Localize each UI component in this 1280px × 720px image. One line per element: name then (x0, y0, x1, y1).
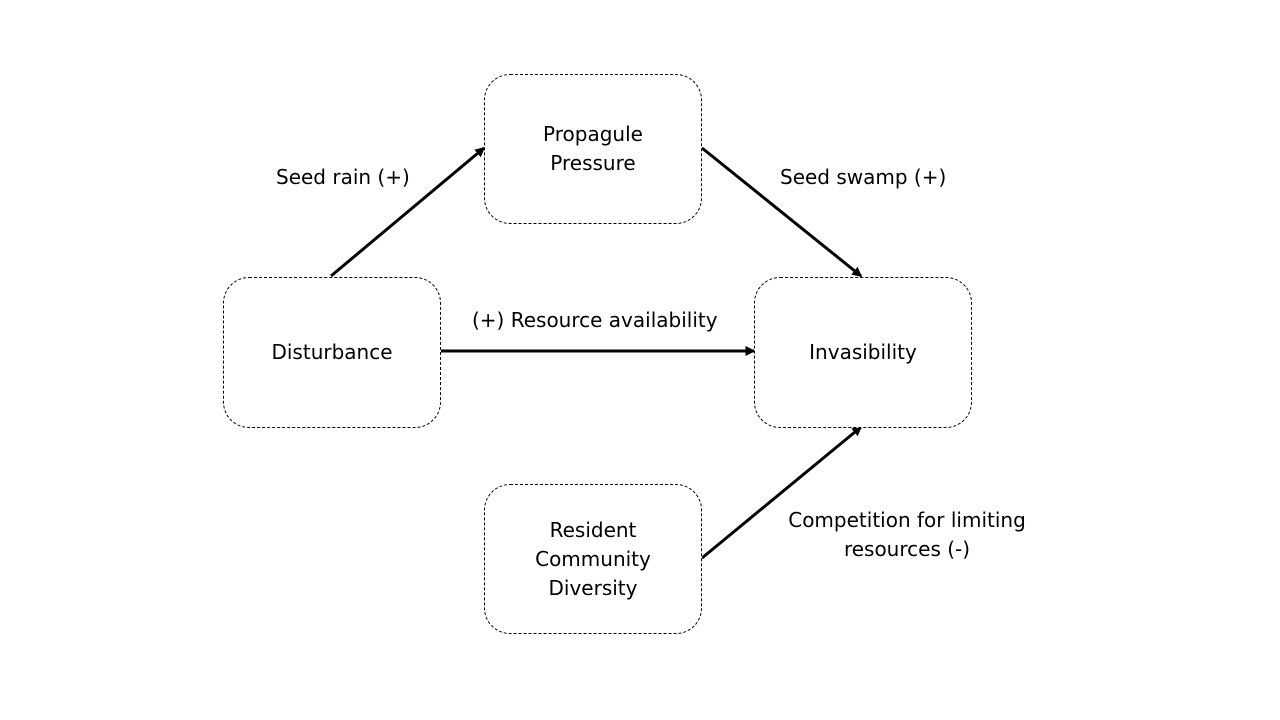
arrow-disturbance-to-propagule (330, 146, 486, 278)
node-label: Disturbance (271, 340, 393, 364)
node-label: Resident Community Diversity (535, 517, 651, 600)
edge-label-seed-swamp: Seed swamp (+) (780, 165, 947, 189)
node-invasibility: Invasibility (754, 277, 972, 428)
node-propagule-pressure: Propagule Pressure (484, 74, 702, 224)
node-resident-community-diversity: Resident Community Diversity (484, 484, 702, 634)
node-label: Propagule Pressure (543, 122, 643, 175)
node-disturbance: Disturbance (223, 277, 441, 428)
edge-label-competition: Competition for limiting resources (-) (788, 508, 1026, 561)
arrow-diversity-to-invasibility (701, 425, 863, 560)
arrow-propagule-to-invasibility (701, 146, 863, 278)
edge-label-seed-rain: Seed rain (+) (276, 165, 410, 189)
edge-label-resource-availability: (+) Resource availability (472, 308, 718, 332)
node-label: Invasibility (809, 340, 917, 364)
